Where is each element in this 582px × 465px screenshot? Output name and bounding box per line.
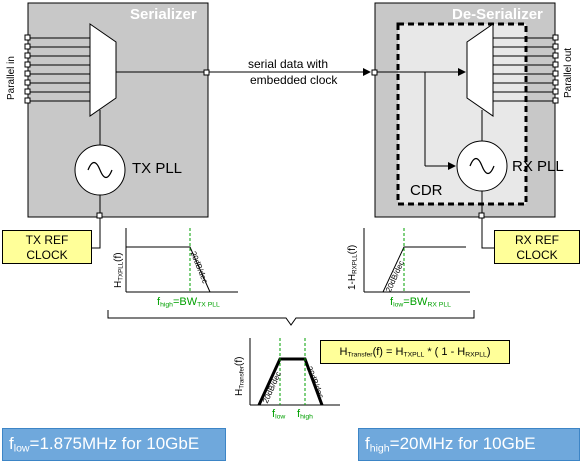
deserializer-title: De-Serializer — [452, 6, 543, 23]
tx-ref-line — [92, 218, 101, 249]
transfer-formula: HTransfer(f) = HTXPLL * ( 1 - HRXPLL) — [320, 340, 510, 364]
rx-response-graph — [363, 228, 470, 293]
flow-note: flow=1.875MHz for 10GbE — [2, 428, 226, 461]
fhigh-note: fhigh=20MHz for 10GbE — [358, 428, 580, 461]
serializer-title: Serializer — [130, 6, 197, 23]
link-label-line1: serial data with — [248, 57, 329, 71]
tx-response-graph — [125, 228, 238, 293]
tx-ref-port — [96, 212, 103, 219]
serializer-inputs — [28, 37, 90, 102]
transfer-marker-low: flow — [272, 408, 286, 421]
rx-input-port — [371, 69, 378, 76]
transfer-ylabel: HTransfer(f) — [234, 356, 246, 397]
tx-ref-line2: CLOCK — [26, 248, 68, 262]
tx-marker-label: fhigh=BWTX PLL — [157, 296, 220, 309]
rx-ref-line2: CLOCK — [516, 248, 558, 262]
serializer-input-ports — [24, 34, 31, 104]
rx-marker-label: flow=BWRX PLL — [390, 296, 451, 309]
tx-ref-line1: TX REF — [25, 233, 69, 247]
tx-output-port — [203, 69, 210, 76]
parallel-out-label: Parallel out — [563, 47, 574, 98]
rx-ref-port — [478, 212, 485, 219]
deserializer-demux — [466, 23, 494, 117]
serializer-mux — [89, 23, 117, 117]
rx-pll-label: RX PLL — [512, 158, 564, 175]
tx-ref-clock: TX REF CLOCK — [2, 230, 92, 264]
tx-pll-label: TX PLL — [132, 160, 183, 177]
rx-ref-clock: RX REF CLOCK — [494, 230, 580, 264]
cdr-label: CDR — [410, 182, 443, 199]
transfer-marker-high: fhigh — [297, 408, 313, 421]
rx-ylabel: 1-HRXPLL(f) — [347, 244, 359, 290]
tx-ylabel: HTXPLL(f) — [113, 252, 125, 288]
link-label-line2: embedded clock — [250, 73, 338, 87]
parallel-in-label: Parallel in — [6, 56, 17, 100]
deserializer-output-ports — [552, 34, 559, 104]
rx-ref-line1: RX REF — [514, 233, 559, 247]
deserializer-outputs — [493, 37, 555, 102]
transfer-graph — [249, 338, 340, 406]
rx-ref-line — [481, 218, 494, 249]
combine-brace — [107, 310, 475, 326]
